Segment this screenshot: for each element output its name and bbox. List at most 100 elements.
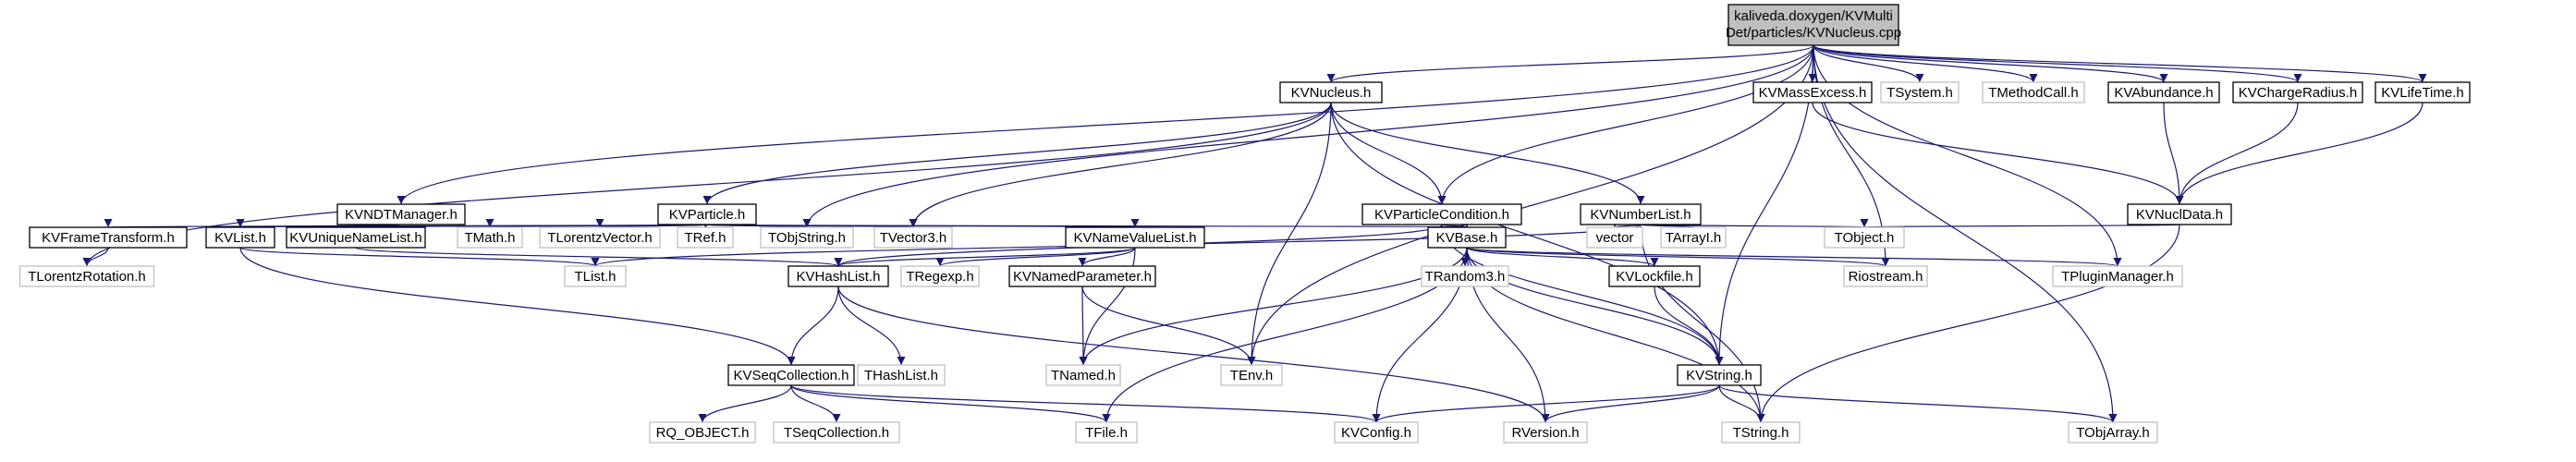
header-node-thashlist: THashList.h — [857, 364, 946, 386]
node-label: KVNumberList.h — [1590, 207, 1691, 223]
dependency-edge — [239, 247, 796, 366]
header-node-kvuniquenamelist[interactable]: KVUniqueNameList.h — [286, 226, 426, 249]
header-node-kvnucleus[interactable]: KVNucleus.h — [1279, 81, 1383, 103]
node-box — [657, 203, 757, 225]
node-label: Riostream.h — [1849, 269, 1923, 285]
dependency-edge — [1813, 44, 2427, 83]
dependency-edge — [834, 247, 1136, 267]
node-box — [457, 226, 523, 249]
dependency-edge — [1718, 384, 2118, 423]
header-node-tobject: TObject.h — [1824, 226, 1905, 249]
node-label: TRandom3.h — [1425, 269, 1506, 285]
dependency-edge — [1813, 44, 2302, 83]
node-box — [1660, 226, 1727, 249]
dependency-edge — [1813, 44, 2118, 423]
node-label: TRef.h — [684, 230, 726, 246]
node-box — [1045, 364, 1121, 386]
dependency-edge — [790, 384, 1111, 423]
node-label: TSystem.h — [1886, 85, 1953, 101]
header-node-kvstring[interactable]: KVString.h — [1677, 364, 1762, 386]
header-node-tlorentzvector: TLorentzVector.h — [539, 226, 661, 249]
header-node-tlorentzrotation: TLorentzRotation.h — [18, 265, 155, 287]
node-label: TRegexp.h — [906, 269, 973, 285]
header-node-kvparticlecondition[interactable]: KVParticleCondition.h — [1361, 203, 1522, 225]
node-box — [760, 226, 854, 249]
header-node-rversion: RVersion.h — [1503, 421, 1588, 444]
header-node-kvframetransform[interactable]: KVFrameTransform.h — [29, 226, 188, 249]
node-label: KVNuclData.h — [2136, 207, 2223, 223]
node-box — [1334, 421, 1419, 444]
dependency-edge — [837, 286, 906, 366]
header-node-tsystem: TSystem.h — [1880, 81, 1959, 103]
node-label: TFile.h — [1085, 425, 1128, 441]
header-node-kvbase[interactable]: KVBase.h — [1427, 226, 1507, 249]
node-label: KVLockfile.h — [1616, 269, 1692, 285]
dependency-edge — [1326, 44, 1814, 83]
header-node-kvlist[interactable]: KVList.h — [205, 226, 275, 249]
header-node-tmath: TMath.h — [457, 226, 523, 249]
root-file-node[interactable]: kaliveda.doxygen/KVMulti Det/particles/K… — [1726, 4, 1901, 46]
node-box — [727, 364, 855, 386]
node-box — [336, 203, 466, 225]
dependency-edge — [1718, 384, 1765, 423]
dependency-edge — [1330, 102, 1724, 366]
node-label: TMethodCall.h — [1988, 85, 2079, 101]
header-node-kvnamedparameter[interactable]: KVNamedParameter.h — [1008, 265, 1156, 287]
header-node-kvmassexcess[interactable]: KVMassExcess.h — [1752, 81, 1873, 103]
dependency-edge — [1466, 247, 1890, 267]
node-label: KVUniqueNameList.h — [289, 230, 421, 246]
dependency-edge — [787, 286, 839, 366]
node-label: TSeqCollection.h — [784, 425, 889, 441]
header-node-kvndtmanager[interactable]: KVNDTManager.h — [336, 203, 466, 225]
header-node-tregexp: TRegexp.h — [900, 265, 980, 287]
node-label: TLorentzRotation.h — [28, 269, 146, 285]
root-file-label-line-1: kaliveda.doxygen/KVMulti — [1734, 8, 1893, 24]
node-label: TVector3.h — [880, 230, 947, 246]
node-label: TMath.h — [464, 230, 515, 246]
header-node-kvparticle[interactable]: KVParticle.h — [657, 203, 757, 225]
header-node-tseqcollection: TSeqCollection.h — [773, 421, 900, 444]
header-node-tfile: TFile.h — [1075, 421, 1138, 444]
node-box — [1065, 226, 1205, 249]
node-label: KVChargeRadius.h — [2239, 85, 2357, 101]
node-label: TObjArray.h — [2076, 425, 2149, 441]
node-box — [1279, 81, 1383, 103]
node-label: TString.h — [1733, 425, 1789, 441]
node-box — [539, 226, 661, 249]
dependency-edge — [1541, 384, 1720, 423]
node-box — [2375, 81, 2471, 103]
dependency-edge — [1466, 247, 1659, 267]
header-node-kvnumberlist[interactable]: KVNumberList.h — [1580, 203, 1702, 225]
node-box — [2107, 81, 2220, 103]
node-box — [2127, 203, 2232, 225]
dependency-edge — [82, 247, 109, 267]
header-node-tobjstring: TObjString.h — [760, 226, 854, 249]
node-box — [857, 364, 946, 386]
header-node-kvlifetime[interactable]: KVLifeTime.h — [2375, 81, 2471, 103]
dependency-edge — [2163, 102, 2184, 205]
dependency-edge — [2175, 102, 2299, 205]
node-label: TObject.h — [1835, 230, 1895, 246]
node-label: RVersion.h — [1511, 425, 1579, 441]
node-box — [29, 226, 188, 249]
node-box — [1421, 265, 1509, 287]
node-label: KVList.h — [214, 230, 266, 246]
node-label: TPluginManager.h — [2061, 269, 2174, 285]
dependency-edge — [1372, 384, 1720, 423]
node-box — [1220, 364, 1283, 386]
node-label: KVParticle.h — [669, 207, 746, 223]
header-node-kvnamevaluelist[interactable]: KVNameValueList.h — [1065, 226, 1205, 249]
header-node-kvnucldata[interactable]: KVNuclData.h — [2127, 203, 2232, 225]
node-box — [873, 226, 953, 249]
header-node-kvhashlist[interactable]: KVHashList.h — [787, 265, 889, 287]
header-node-kvabundance[interactable]: KVAbundance.h — [2107, 81, 2220, 103]
header-node-kvchargeradius[interactable]: KVChargeRadius.h — [2232, 81, 2363, 103]
dependency-edge — [1813, 44, 2168, 83]
header-node-kvlockfile[interactable]: KVLockfile.h — [1608, 265, 1701, 287]
dependency-edge — [1081, 286, 1256, 366]
dependency-edge — [1654, 286, 1724, 366]
dependency-edge — [1079, 286, 1088, 366]
node-label: KVLifeTime.h — [2381, 85, 2463, 101]
header-node-kvseqcollection[interactable]: KVSeqCollection.h — [727, 364, 855, 386]
node-label: KVNameValueList.h — [1073, 230, 1196, 246]
